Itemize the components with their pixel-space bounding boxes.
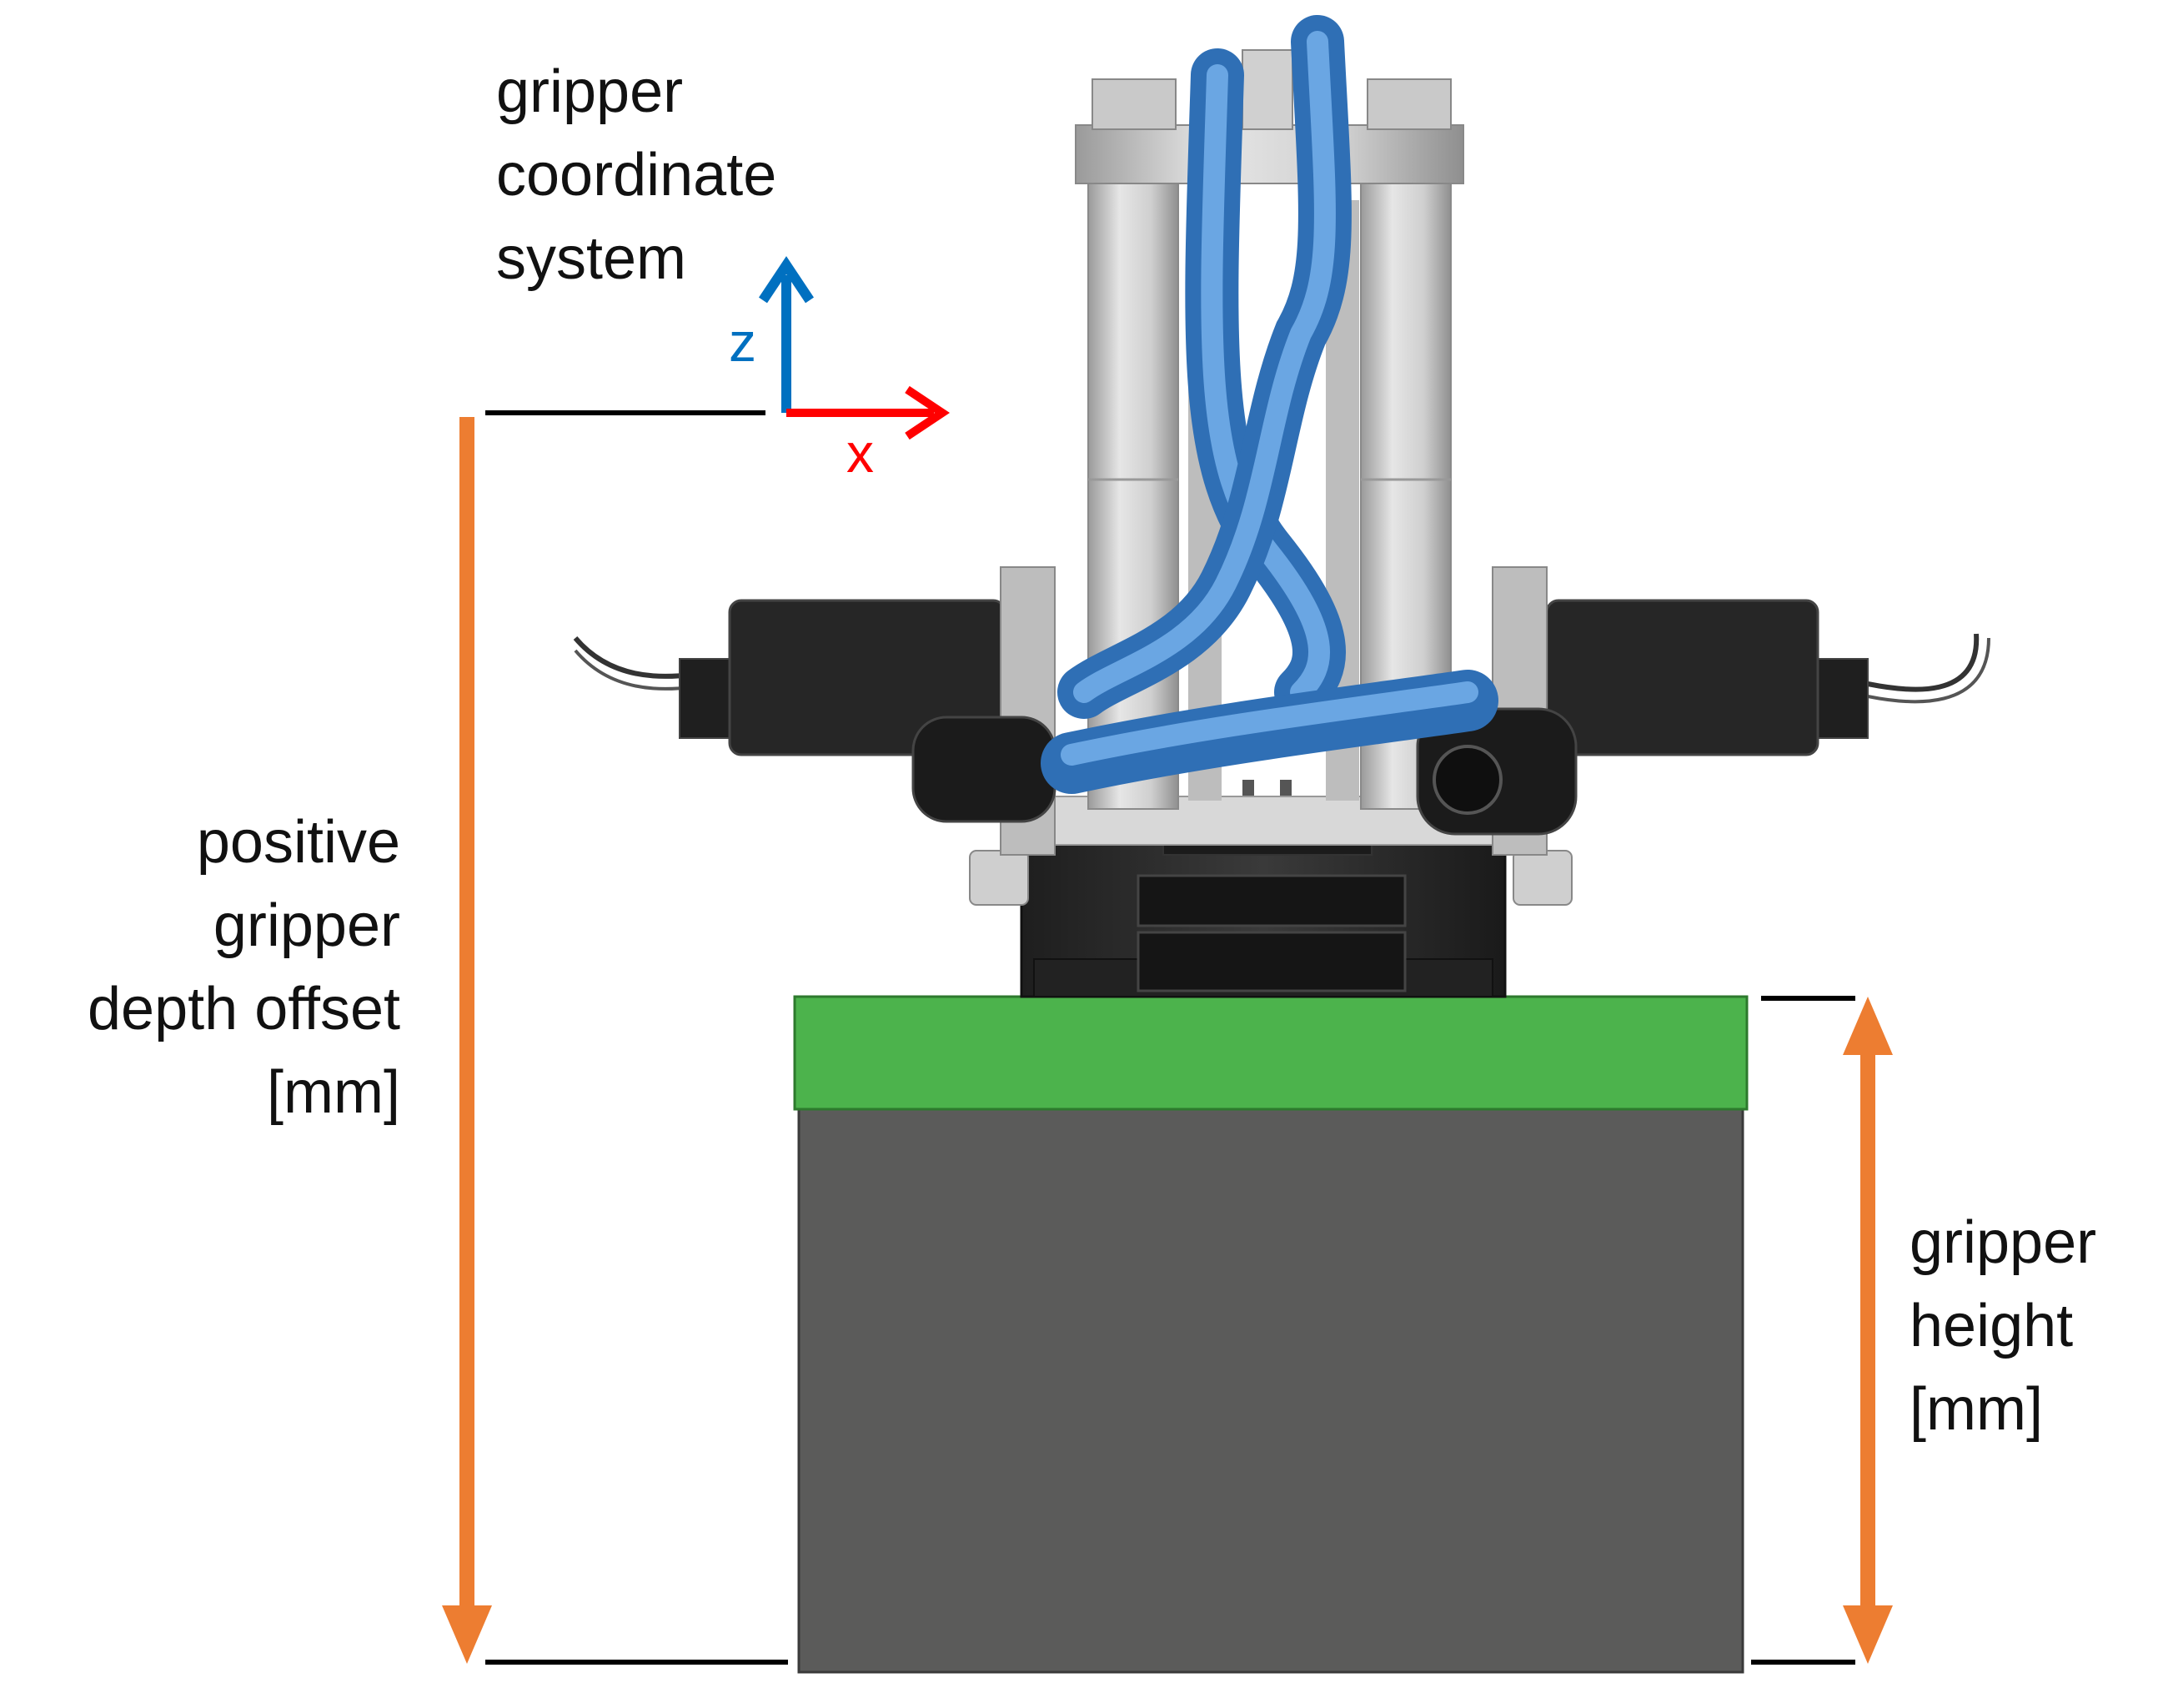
gripper-height-line-1: gripper — [1910, 1209, 2097, 1276]
valve-left — [573, 566, 1056, 856]
dark-block — [797, 1103, 1744, 1674]
depth-offset-label: positive gripper depth offset [mm] — [88, 801, 400, 1134]
depth-offset-line-2: gripper — [213, 892, 400, 959]
flange-center-notch-2 — [1137, 931, 1407, 992]
coordinate-system-label: gripper coordinate system — [496, 50, 776, 300]
gripper-height-line-2: height — [1910, 1293, 2074, 1359]
gripper-block — [793, 995, 1749, 1674]
valve-right — [1416, 566, 1990, 856]
reference-lines — [485, 410, 1855, 1665]
gripper-height-line-3: [mm] — [1910, 1376, 2043, 1443]
top-cap-right — [1367, 78, 1452, 130]
z-axis-label: z — [729, 311, 756, 373]
tube-cross-hi — [1061, 681, 1478, 766]
valve-right-body — [1545, 599, 1819, 756]
robot-flange — [969, 780, 1573, 998]
top-plate — [1075, 124, 1464, 184]
flange-center-notch — [1137, 874, 1407, 927]
valve-left-connector — [679, 658, 735, 739]
z-axis-head — [759, 256, 814, 304]
gripper-height-head-top — [1843, 997, 1893, 1055]
depth-offset-line-3: depth offset — [88, 976, 400, 1042]
x-axis-head — [905, 385, 951, 440]
pneumatic-tubes — [1041, 15, 1498, 794]
tube-2-hi — [1073, 31, 1336, 703]
depth-offset-head — [442, 1605, 492, 1664]
gripper-height-label: gripper height [mm] — [1910, 1201, 2096, 1451]
depth-offset-arrow — [442, 417, 492, 1664]
coordinate-axes — [759, 256, 951, 440]
coordinate-system-line-1: gripper — [496, 58, 684, 125]
cable-right — [1867, 633, 1980, 692]
top-cap-center — [1242, 49, 1293, 130]
bolt-right — [1513, 850, 1573, 906]
depth-offset-line-4: [mm] — [267, 1059, 400, 1126]
cable-right-2 — [1867, 637, 1990, 704]
depth-offset-line-1: positive — [196, 809, 400, 876]
coordinate-system-line-3: system — [496, 225, 687, 292]
green-plate — [793, 995, 1749, 1111]
valve-right-connector — [1813, 658, 1869, 739]
gripper-height-arrow — [1843, 997, 1893, 1664]
gripper-height-head-bottom — [1843, 1605, 1893, 1664]
x-axis-label: x — [846, 422, 874, 484]
valve-right-port — [1433, 745, 1503, 815]
valve-left-fitting — [911, 716, 1056, 823]
top-cap-left — [1092, 78, 1177, 130]
bolt-left — [969, 850, 1029, 906]
coordinate-system-line-2: coordinate — [496, 142, 777, 208]
